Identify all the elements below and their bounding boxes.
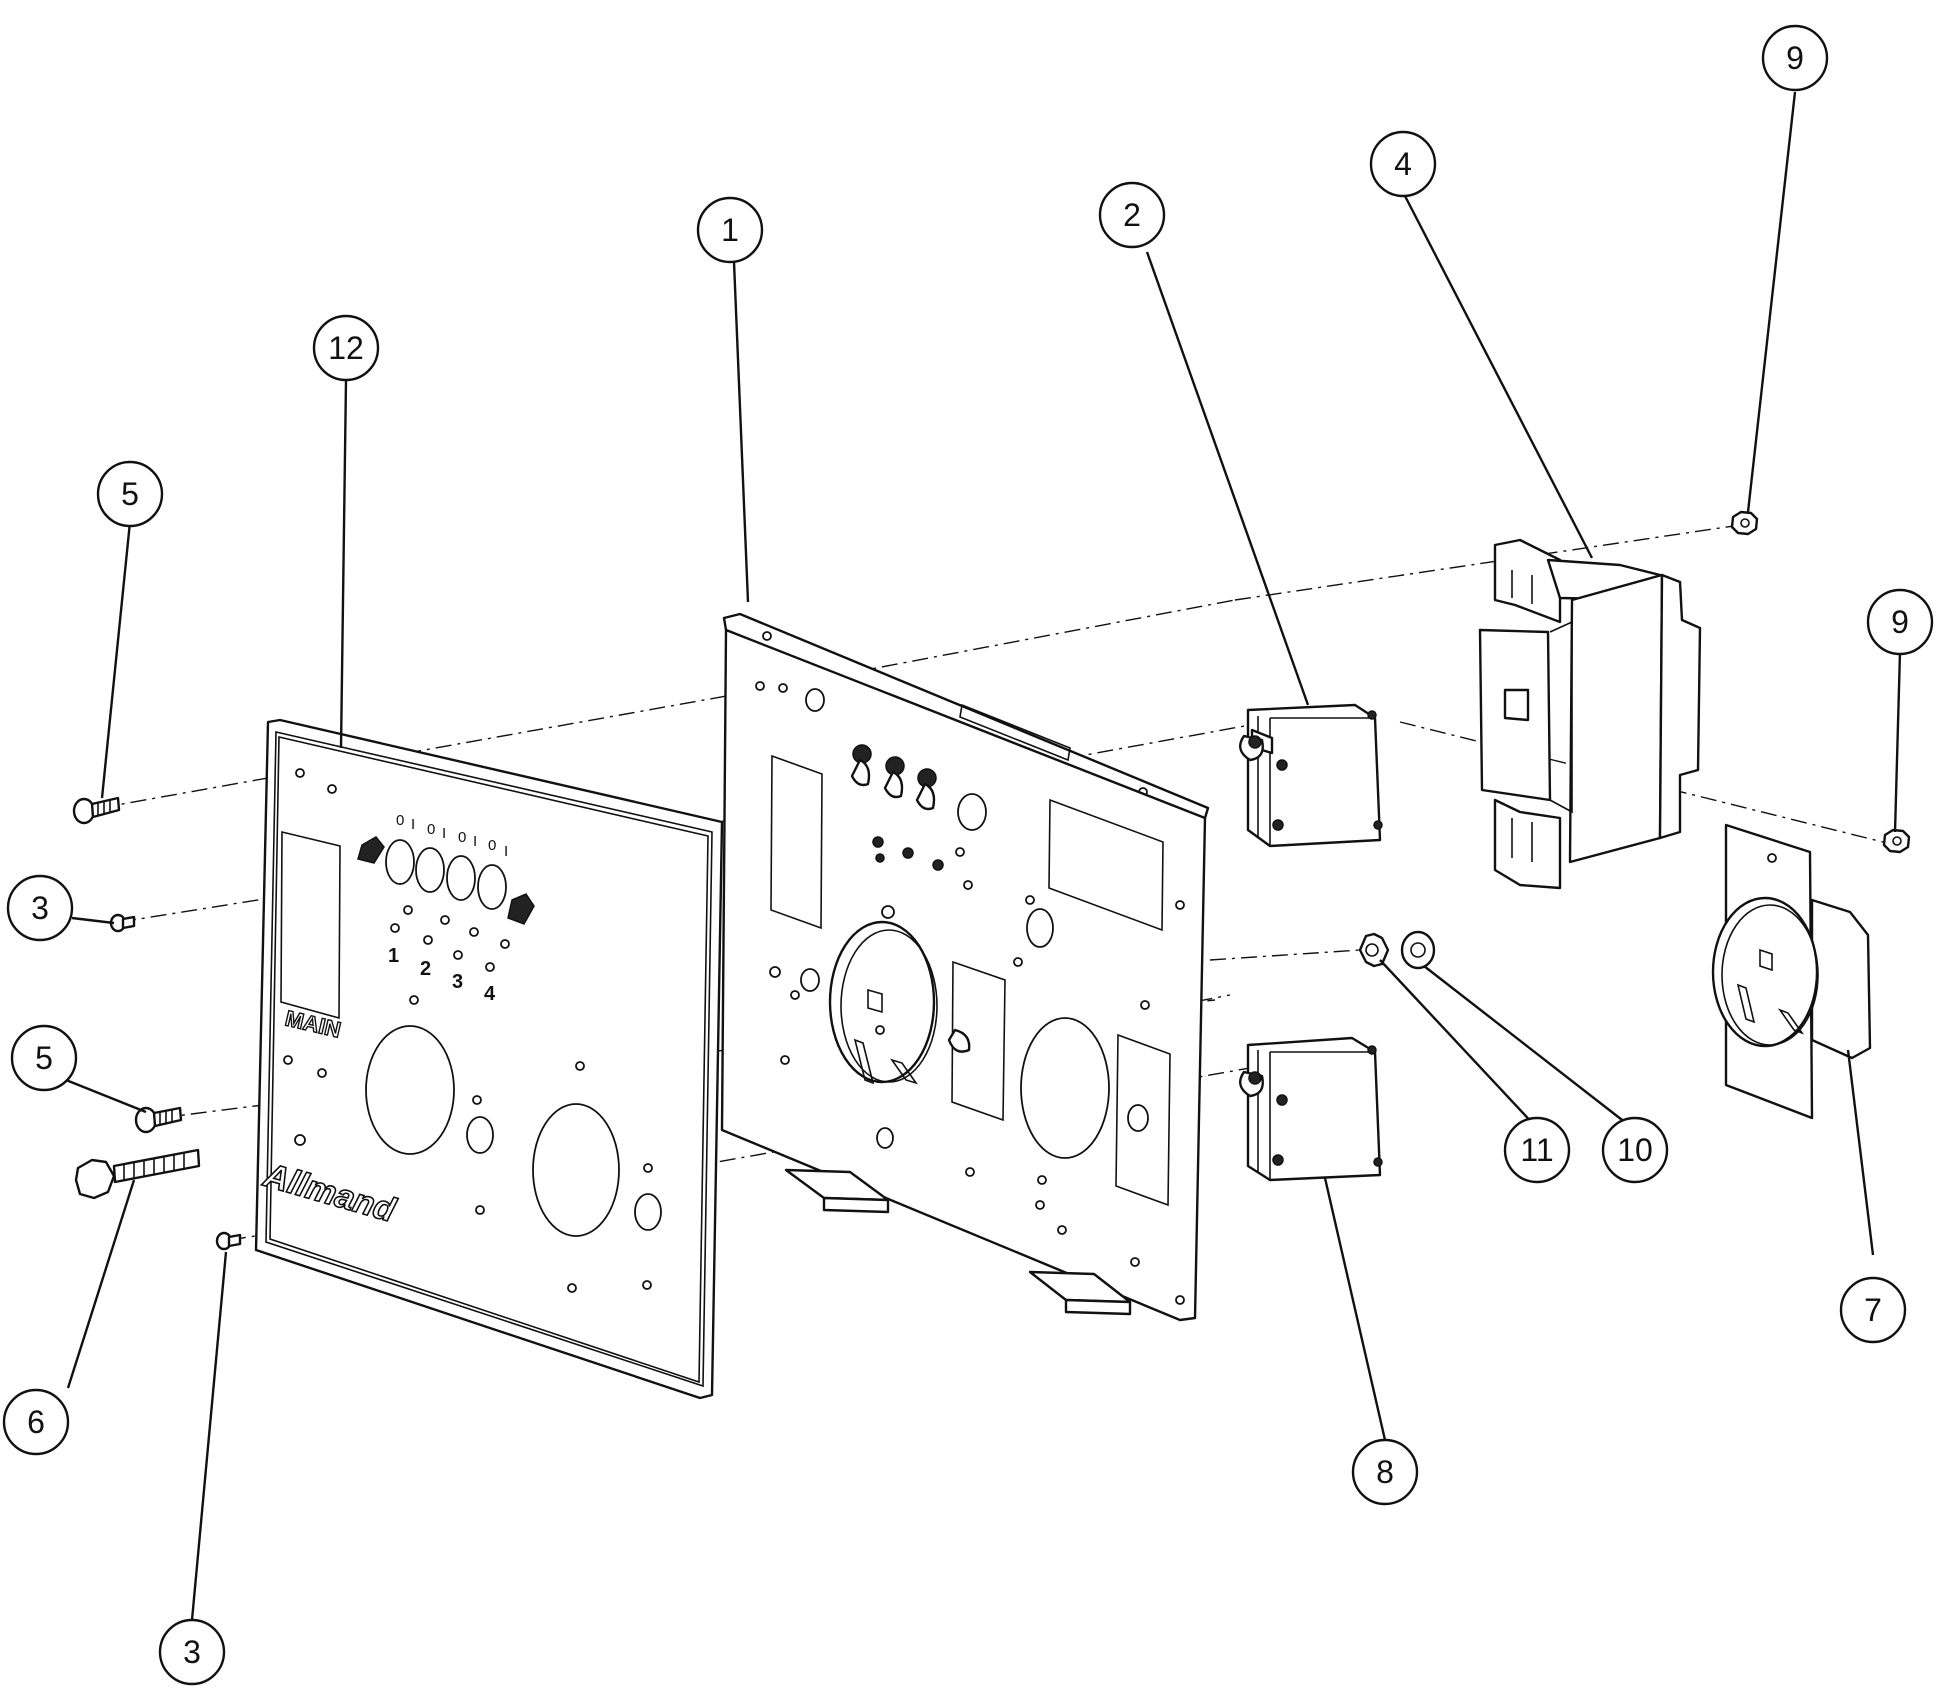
switch-mark: 0	[396, 812, 404, 829]
balloon-7: 7	[1839, 1276, 1907, 1344]
leader-lines	[65, 91, 1902, 1621]
svg-text:10: 10	[1617, 1132, 1653, 1168]
svg-text:8: 8	[1376, 1454, 1394, 1490]
switch-number-3: 3	[452, 971, 463, 993]
balloon-11: 11	[1503, 1116, 1571, 1184]
balloon-2: 2	[1098, 181, 1166, 249]
balloon-4: 4	[1369, 130, 1437, 198]
switch-number-2: 2	[420, 958, 431, 980]
switch-mark: I	[473, 833, 477, 850]
breaker-2	[1238, 703, 1383, 848]
screw-5-upper	[72, 796, 121, 825]
svg-text:9: 9	[1786, 40, 1804, 76]
svg-text:11: 11	[1520, 1132, 1553, 1168]
lock-icon	[507, 893, 535, 925]
svg-text:5: 5	[35, 1040, 53, 1076]
switch-number-1: 1	[388, 945, 399, 967]
balloon-1: 1	[696, 196, 764, 264]
lock-washer-11	[1358, 932, 1390, 968]
screw-3-upper	[109, 913, 136, 933]
switch-mark: 0	[427, 821, 435, 838]
switch-mark: I	[442, 825, 446, 842]
svg-text:9: 9	[1891, 604, 1909, 640]
balloon-9-lower: 9	[1866, 588, 1934, 656]
switch-mark: 0	[488, 837, 496, 854]
screw-5-lower	[134, 1106, 183, 1134]
balloon-8: 8	[1351, 1438, 1419, 1506]
switch-mark: I	[504, 843, 508, 860]
balloon-6: 6	[2, 1388, 70, 1456]
svg-text:3: 3	[31, 890, 49, 926]
svg-text:6: 6	[27, 1404, 45, 1440]
svg-text:1: 1	[721, 212, 739, 248]
decal-panel: MAIN Allmand 1 2 3 4 0 I 0 I 0 I 0 I	[254, 718, 724, 1400]
screw-3-lower	[215, 1231, 242, 1251]
breaker-8	[1238, 1036, 1383, 1182]
svg-text:12: 12	[328, 330, 364, 366]
receptacle-7	[1711, 823, 1872, 1120]
main-breaker-4	[1478, 538, 1702, 890]
balloon-12: 12	[312, 314, 380, 382]
svg-text:5: 5	[121, 476, 139, 512]
bolt-6	[74, 1148, 201, 1200]
balloon-5-lower: 5	[10, 1024, 78, 1092]
nut-9-lower	[1882, 828, 1911, 854]
balloon-9-upper: 9	[1761, 24, 1829, 92]
nut-10	[1400, 930, 1436, 970]
balloon-3-upper: 3	[6, 874, 74, 942]
switch-mark: I	[411, 816, 415, 833]
balloon-5-upper: 5	[96, 460, 164, 528]
balloon-3-lower: 3	[158, 1618, 226, 1686]
svg-text:7: 7	[1864, 1292, 1882, 1328]
lock-icon	[357, 836, 385, 864]
balloon-10: 10	[1601, 1116, 1669, 1184]
nut-9-upper	[1730, 510, 1759, 536]
svg-text:2: 2	[1123, 197, 1141, 233]
switch-mark: 0	[458, 829, 466, 846]
main-control-panel	[720, 612, 1210, 1322]
svg-text:4: 4	[1394, 146, 1412, 182]
svg-text:3: 3	[183, 1634, 201, 1670]
switch-number-4: 4	[484, 983, 496, 1005]
